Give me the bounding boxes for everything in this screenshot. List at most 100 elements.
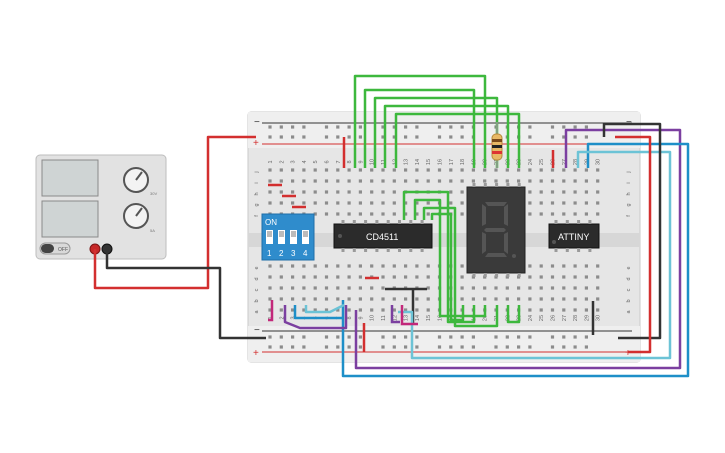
breadboard-hole[interactable]	[291, 201, 295, 205]
breadboard-hole[interactable]	[381, 335, 385, 339]
breadboard-hole[interactable]	[550, 201, 555, 205]
breadboard-hole[interactable]	[268, 135, 272, 139]
breadboard-hole[interactable]	[381, 179, 385, 183]
breadboard-hole[interactable]	[471, 286, 475, 290]
breadboard-hole[interactable]	[381, 201, 385, 205]
breadboard-hole[interactable]	[528, 179, 532, 183]
breadboard-hole[interactable]	[573, 168, 577, 172]
breadboard-hole[interactable]	[347, 212, 351, 216]
breadboard-hole[interactable]	[268, 190, 272, 194]
breadboard-hole[interactable]	[562, 179, 566, 183]
breadboard-hole[interactable]	[279, 125, 283, 129]
breadboard-hole[interactable]	[584, 168, 588, 172]
breadboard-hole[interactable]	[460, 345, 464, 349]
breadboard-hole[interactable]	[528, 264, 532, 268]
breadboard-hole[interactable]	[370, 286, 374, 290]
breadboard-hole[interactable]	[347, 275, 351, 279]
breadboard-hole[interactable]	[584, 179, 588, 183]
breadboard-hole[interactable]	[291, 179, 295, 183]
breadboard-hole[interactable]	[460, 286, 464, 290]
breadboard-hole[interactable]	[291, 297, 295, 301]
breadboard-hole[interactable]	[460, 275, 464, 279]
breadboard-hole[interactable]	[324, 264, 329, 268]
breadboard-hole[interactable]	[415, 179, 419, 183]
breadboard-hole[interactable]	[505, 179, 509, 183]
breadboard-hole[interactable]	[471, 345, 475, 349]
breadboard-hole[interactable]	[460, 125, 464, 129]
breadboard-hole[interactable]	[562, 168, 566, 172]
wire-purple-1[interactable]	[354, 128, 682, 370]
breadboard-hole[interactable]	[562, 286, 566, 290]
breadboard-hole[interactable]	[550, 168, 555, 172]
breadboard-hole[interactable]	[291, 275, 295, 279]
breadboard-hole[interactable]	[426, 264, 430, 268]
breadboard-hole[interactable]	[291, 308, 295, 312]
breadboard-hole[interactable]	[302, 125, 306, 129]
breadboard-hole[interactable]	[404, 264, 408, 268]
breadboard-hole[interactable]	[573, 308, 577, 312]
breadboard-hole[interactable]	[505, 345, 509, 349]
breadboard-hole[interactable]	[381, 297, 385, 301]
breadboard-hole[interactable]	[471, 297, 475, 301]
breadboard-hole[interactable]	[279, 308, 283, 312]
breadboard-hole[interactable]	[370, 212, 374, 216]
breadboard-hole[interactable]	[562, 201, 566, 205]
breadboard-hole[interactable]	[381, 125, 385, 129]
breadboard-hole[interactable]	[550, 179, 555, 183]
breadboard-hole[interactable]	[539, 297, 543, 301]
breadboard-hole[interactable]	[324, 212, 329, 216]
breadboard-hole[interactable]	[584, 335, 588, 339]
breadboard-hole[interactable]	[358, 286, 362, 290]
breadboard-hole[interactable]	[324, 308, 329, 312]
breadboard-hole[interactable]	[268, 201, 272, 205]
breadboard-hole[interactable]	[573, 135, 577, 139]
breadboard-hole[interactable]	[460, 190, 464, 194]
breadboard-hole[interactable]	[528, 286, 532, 290]
breadboard-hole[interactable]	[426, 168, 430, 172]
breadboard-hole[interactable]	[302, 179, 306, 183]
breadboard-hole[interactable]	[539, 190, 543, 194]
green-wires[interactable]	[353, 74, 521, 328]
breadboard-hole[interactable]	[550, 275, 555, 279]
seven-segment-display[interactable]	[466, 183, 526, 277]
breadboard-hole[interactable]	[562, 135, 566, 139]
breadboard-hole[interactable]	[302, 345, 306, 349]
breadboard-hole[interactable]	[415, 168, 419, 172]
breadboard-hole[interactable]	[347, 264, 351, 268]
breadboard-hole[interactable]	[460, 212, 464, 216]
breadboard-hole[interactable]	[392, 264, 396, 268]
wire-red-power[interactable]	[93, 135, 256, 290]
breadboard-hole[interactable]	[324, 286, 329, 290]
breadboard-hole[interactable]	[268, 335, 272, 339]
breadboard-hole[interactable]	[460, 201, 464, 205]
breadboard-hole[interactable]	[313, 212, 317, 216]
breadboard-hole[interactable]	[347, 345, 351, 349]
wire-blue-1[interactable]	[341, 142, 690, 378]
breadboard-hole[interactable]	[573, 297, 577, 301]
breadboard-hole[interactable]	[483, 179, 487, 183]
breadboard-hole[interactable]	[302, 335, 306, 339]
breadboard-hole[interactable]	[471, 168, 475, 172]
breadboard-hole[interactable]	[279, 168, 283, 172]
breadboard-hole[interactable]	[347, 297, 351, 301]
breadboard-hole[interactable]	[404, 308, 408, 312]
breadboard-hole[interactable]	[324, 275, 329, 279]
breadboard-hole[interactable]	[291, 335, 295, 339]
breadboard-hole[interactable]	[302, 286, 306, 290]
breadboard-hole[interactable]	[347, 335, 351, 339]
breadboard-hole[interactable]	[268, 275, 272, 279]
breadboard-hole[interactable]	[584, 201, 588, 205]
breadboard-hole[interactable]	[517, 179, 521, 183]
breadboard-hole[interactable]	[336, 212, 340, 216]
breadboard-hole[interactable]	[449, 179, 453, 183]
breadboard-hole[interactable]	[302, 190, 306, 194]
wire-black-right[interactable]	[602, 122, 662, 340]
breadboard-hole[interactable]	[302, 297, 306, 301]
breadboard-hole[interactable]	[358, 264, 362, 268]
breadboard-hole[interactable]	[381, 308, 385, 312]
breadboard-hole[interactable]	[562, 297, 566, 301]
breadboard-hole[interactable]	[437, 345, 442, 349]
breadboard-hole[interactable]	[596, 201, 600, 205]
breadboard-hole[interactable]	[505, 297, 509, 301]
breadboard-hole[interactable]	[494, 345, 498, 349]
